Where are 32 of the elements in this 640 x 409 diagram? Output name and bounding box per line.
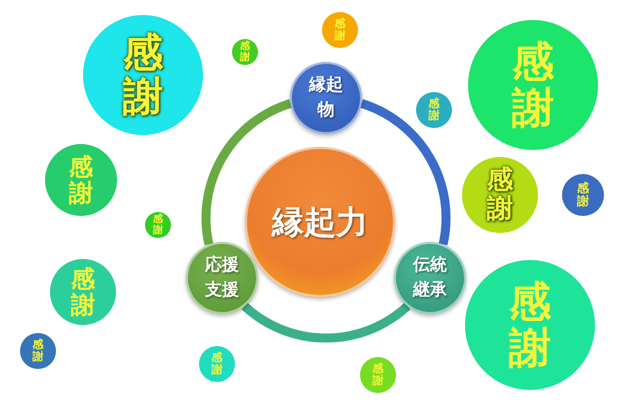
bubble-label: 感謝 — [577, 182, 589, 208]
ring-arc — [360, 99, 450, 246]
gratitude-bubble — [360, 357, 396, 393]
gratitude-bubble — [416, 92, 452, 128]
gratitude-bubble — [145, 212, 171, 238]
concept-circle — [186, 242, 258, 314]
bubble-label: 伝統継承 — [412, 254, 448, 302]
gratitude-bubble — [199, 346, 235, 382]
bubble-label: 感謝 — [123, 31, 163, 119]
bubble-label: 感謝 — [240, 41, 250, 63]
bubble-label: 感謝 — [372, 362, 384, 388]
gratitude-bubble — [562, 174, 604, 216]
gratitude-bubble — [20, 333, 56, 369]
gratitude-bubble — [322, 12, 358, 48]
bubble-label: 縁起物 — [308, 74, 344, 122]
bubble-label: 縁起力 — [270, 202, 369, 243]
bubble-label: 感謝 — [512, 38, 554, 132]
concept-circle — [290, 62, 362, 134]
bubble-label: 感謝 — [32, 338, 44, 364]
bubble-label: 感謝 — [428, 98, 440, 122]
bubble-label: 応援支援 — [204, 254, 240, 302]
bubble-label: 感謝 — [509, 278, 551, 372]
ring-arc — [202, 99, 292, 246]
concept-circle — [394, 242, 466, 314]
ring-arc — [242, 302, 410, 342]
bubble-label: 感謝 — [69, 154, 93, 206]
bubble-label: 感謝 — [334, 18, 346, 42]
gratitude-bubble — [232, 39, 258, 65]
bubble-label: 感謝 — [487, 166, 513, 224]
bubble-label: 感謝 — [71, 266, 95, 318]
bubble-label: 感謝 — [212, 352, 222, 376]
bubble-label: 感謝 — [153, 214, 163, 236]
